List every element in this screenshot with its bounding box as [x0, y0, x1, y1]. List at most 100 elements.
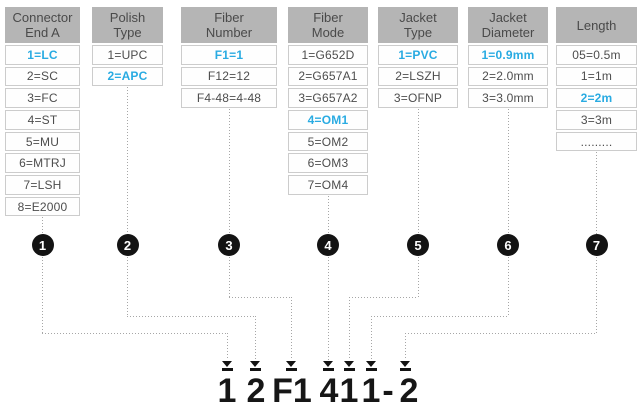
legend-item: 1=G652D	[288, 45, 368, 65]
connector-line	[349, 297, 350, 359]
column-header: Length	[556, 7, 637, 43]
legend-item: 2=LSZH	[378, 66, 458, 87]
connector-line	[227, 333, 228, 359]
arrow-base-bar	[365, 368, 377, 371]
connector-line	[418, 109, 419, 234]
code-segment-fiber-number: F1	[272, 372, 312, 406]
legend-item: 3=G657A2	[288, 88, 368, 108]
arrow-base-bar	[221, 368, 233, 371]
legend-item: 2=SC	[5, 66, 80, 87]
legend-item: 8=E2000	[5, 196, 80, 217]
connector-line	[127, 257, 128, 316]
arrow-base-bar	[343, 368, 355, 371]
legend-item: 2=G657A1	[288, 66, 368, 87]
legend-item-selected: 2=APC	[92, 66, 163, 87]
connector-line	[127, 87, 128, 234]
code-pointer	[343, 361, 355, 371]
down-arrow-icon	[400, 361, 410, 367]
legend-item: 6=OM3	[288, 153, 368, 173]
legend-item: F4-48=4-48	[181, 88, 277, 108]
legend-item: 2=2.0mm	[468, 66, 548, 87]
down-arrow-icon	[323, 361, 333, 367]
connector-line	[596, 257, 597, 333]
code-segment-jacket-type: 1	[339, 372, 359, 406]
connector-line	[127, 316, 255, 317]
step-circle-3: 3	[218, 234, 240, 256]
column-header: Connector End A	[5, 7, 80, 43]
down-arrow-icon	[344, 361, 354, 367]
connector-line	[42, 217, 43, 234]
code-pointer	[249, 361, 261, 371]
legend-item: F12=12	[181, 66, 277, 87]
legend-item: 3=OFNP	[378, 88, 458, 108]
code-segment-jacket-diameter: 1	[361, 372, 381, 406]
connector-line	[328, 196, 329, 234]
down-arrow-icon	[222, 361, 232, 367]
code-segment-dash: -	[382, 372, 394, 406]
arrow-base-bar	[399, 368, 411, 371]
code-pointer	[365, 361, 377, 371]
connector-line	[255, 316, 256, 359]
code-pointer	[285, 361, 297, 371]
connector-line	[291, 297, 292, 359]
legend-item-selected: 4=OM1	[288, 110, 368, 130]
connector-line	[349, 297, 418, 298]
code-segment-connector: 1	[217, 372, 237, 406]
legend-item: 5=MU	[5, 131, 80, 152]
connector-line	[405, 333, 406, 359]
legend-item: 3=3.0mm	[468, 88, 548, 108]
connector-line	[596, 152, 597, 234]
down-arrow-icon	[286, 361, 296, 367]
connector-line	[371, 316, 372, 359]
column-header: Polish Type	[92, 7, 163, 43]
legend-item: 4=ST	[5, 110, 80, 130]
step-circle-4: 4	[317, 234, 339, 256]
column-header: Fiber Number	[181, 7, 277, 43]
step-circle-2: 2	[116, 234, 139, 256]
column-header: Jacket Diameter	[468, 7, 548, 43]
legend-item: 1=UPC	[92, 45, 163, 65]
connector-line	[229, 297, 291, 298]
connector-line	[229, 109, 230, 234]
connector-line	[42, 257, 43, 333]
connector-line	[229, 257, 230, 297]
arrow-base-bar	[322, 368, 334, 371]
arrow-base-bar	[285, 368, 297, 371]
down-arrow-icon	[250, 361, 260, 367]
connector-line	[371, 316, 508, 317]
legend-item: 1=1m	[556, 66, 637, 87]
column-header: Jacket Type	[378, 7, 458, 43]
connector-line	[42, 333, 227, 334]
column-header: Fiber Mode	[288, 7, 368, 43]
code-pointer	[322, 361, 334, 371]
down-arrow-icon	[366, 361, 376, 367]
legend-item-selected: 1=PVC	[378, 45, 458, 65]
legend-item: 7=OM4	[288, 175, 368, 195]
legend-item-selected: 1=LC	[5, 45, 80, 65]
legend-item-selected: F1=1	[181, 45, 277, 65]
connector-line	[418, 257, 419, 297]
step-circle-6: 6	[497, 234, 519, 256]
legend-item: 05=0.5m	[556, 45, 637, 65]
connector-line	[508, 109, 509, 234]
connector-line	[405, 333, 596, 334]
step-circle-5: 5	[407, 234, 429, 256]
code-pointer	[221, 361, 233, 371]
step-circle-7: 7	[585, 234, 608, 256]
legend-item: 6=MTRJ	[5, 153, 80, 173]
legend-item-selected: 1=0.9mm	[468, 45, 548, 65]
legend-item: .........	[556, 131, 637, 152]
